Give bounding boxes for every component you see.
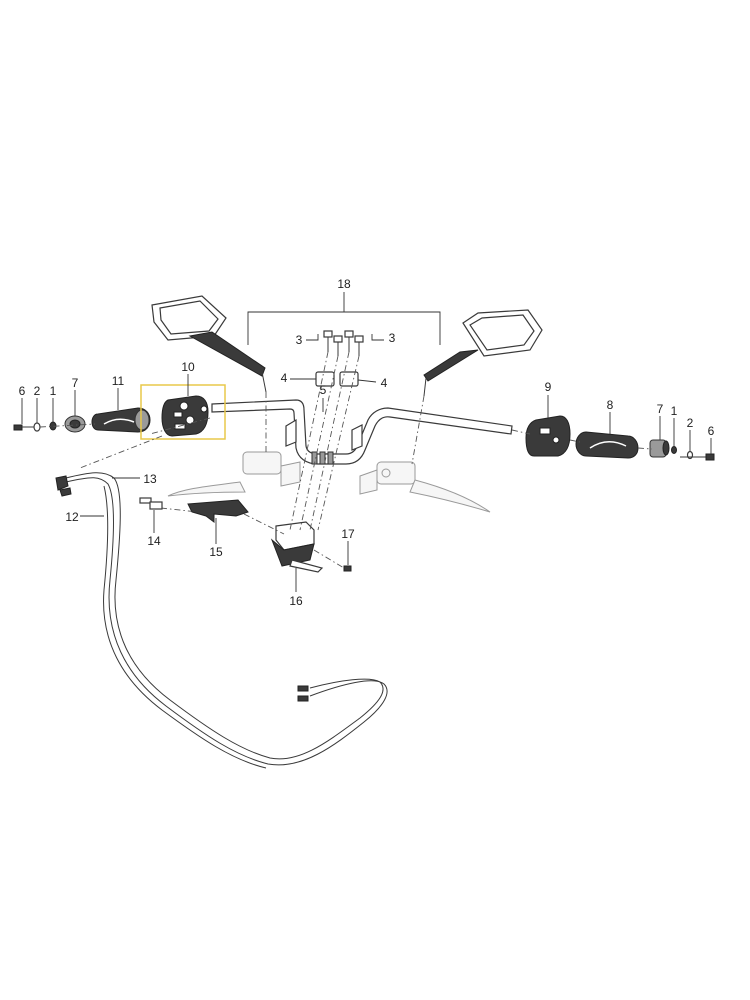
callouts: 18 3 3 4 4 5 6 2 1 7 11 10 9 8 7 1 2 6 1… xyxy=(19,277,715,608)
left-grip-11 xyxy=(91,407,151,433)
pin-14 xyxy=(139,497,163,510)
ghost-left-master-cylinder xyxy=(167,451,301,497)
callout-17: 17 xyxy=(341,527,355,541)
callout-4-right: 4 xyxy=(381,376,388,390)
handlebar xyxy=(211,399,513,465)
callout-8: 8 xyxy=(607,398,614,412)
right-bar-end-7 xyxy=(649,439,670,458)
right-grip-8 xyxy=(575,431,639,459)
right-mirror xyxy=(423,309,543,397)
left-washer-2 xyxy=(33,422,41,432)
callout-14: 14 xyxy=(147,534,161,548)
callout-6-right: 6 xyxy=(708,424,715,438)
right-bolt-6 xyxy=(680,453,715,461)
bolt-17 xyxy=(343,565,352,572)
callout-18: 18 xyxy=(337,277,351,291)
callout-2-left: 2 xyxy=(34,384,41,398)
lever-bracket-15 xyxy=(187,499,249,523)
callout-9: 9 xyxy=(545,380,552,394)
wiring-harness-12 xyxy=(55,472,388,769)
callout-4-left: 4 xyxy=(281,371,288,385)
left-mirror xyxy=(151,295,267,393)
callout-1-right: 1 xyxy=(671,404,678,418)
callout-2-right: 2 xyxy=(687,416,694,430)
right-weight-1 xyxy=(671,446,677,454)
left-bar-end-7 xyxy=(64,415,86,433)
upper-clamps-4 xyxy=(315,371,359,387)
leader-lines xyxy=(21,292,712,592)
callout-1-left: 1 xyxy=(50,384,57,398)
callout-12: 12 xyxy=(65,510,79,524)
lower-holder-16 xyxy=(270,521,324,573)
callout-16: 16 xyxy=(289,594,303,608)
callout-3-left: 3 xyxy=(296,333,303,347)
callout-15: 15 xyxy=(209,545,223,559)
callout-11: 11 xyxy=(112,374,125,388)
callout-7-left: 7 xyxy=(72,376,79,390)
right-switch-housing-9 xyxy=(525,415,571,457)
callout-10: 10 xyxy=(181,360,195,374)
highlight-box-part-10 xyxy=(140,384,226,440)
riser-bolts-3 xyxy=(323,330,364,356)
callout-5: 5 xyxy=(320,383,327,397)
callout-3-right: 3 xyxy=(389,331,396,345)
ghost-right-master-cylinder xyxy=(359,461,491,513)
callout-6-left: 6 xyxy=(19,384,26,398)
callout-13: 13 xyxy=(143,472,157,486)
callout-7-right: 7 xyxy=(657,402,664,416)
left-switch-housing-10 xyxy=(161,395,209,437)
